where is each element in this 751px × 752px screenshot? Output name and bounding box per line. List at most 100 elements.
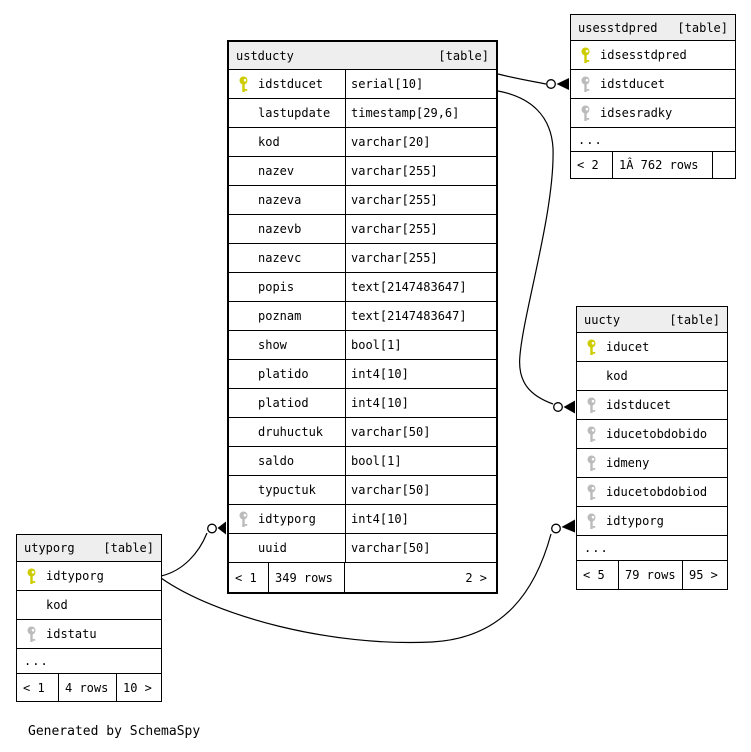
column-type: timestamp[29,6] <box>351 106 460 120</box>
table-name[interactable]: uucty <box>584 312 621 327</box>
column-type: varchar[50] <box>351 425 431 439</box>
column-name: saldo <box>258 454 295 468</box>
column-name: platiod <box>258 396 309 410</box>
pager-prev-cell: < 5 <box>577 561 619 589</box>
column-row-lastupdate: lastupdate timestamp[29,6] <box>229 99 496 128</box>
column-name-cell: idtyporg <box>17 562 161 590</box>
column-row-idmeny: idmeny <box>577 449 727 478</box>
column-name-cell: iducetobdobiod <box>577 478 727 506</box>
pager-label: 95 > <box>689 568 718 582</box>
table-type-badge: [table] <box>103 541 154 555</box>
column-row-iducet: iducet <box>577 333 727 362</box>
pager-label: 10 > <box>123 680 152 695</box>
column-type: text[2147483647] <box>351 280 467 294</box>
column-name-cell: idsesstdpred <box>571 41 735 69</box>
foreign-key-icon <box>585 484 598 501</box>
column-row-idsesstdpred: idsesstdpred <box>571 41 735 70</box>
column-row-nazevb: nazevb varchar[255] <box>229 215 496 244</box>
column-name-cell: idstducet <box>571 70 735 98</box>
column-name: idsesstdpred <box>600 48 687 62</box>
column-type: varchar[255] <box>351 251 438 265</box>
column-name: idstatu <box>46 627 97 641</box>
column-row-idstatu: idstatu <box>17 620 161 649</box>
table-name[interactable]: ustducty <box>236 48 294 63</box>
column-type-cell: varchar[255] <box>345 157 496 185</box>
edge-utyporg-idtyporg-to-ustducty-idtyporg <box>160 532 208 577</box>
column-row-iducetobdobido: iducetobdobido <box>577 420 727 449</box>
column-name: iducet <box>606 340 650 354</box>
generator-caption: Generated by SchemaSpy <box>28 724 201 739</box>
zero-circle-terminator <box>207 523 217 534</box>
column-name-cell: iducet <box>577 333 727 361</box>
column-row-idstducet: idstducet <box>571 70 735 99</box>
column-row-poznam: poznam text[2147483647] <box>229 302 496 331</box>
column-name-cell: lastupdate <box>229 99 345 127</box>
foreign-key-icon <box>25 626 38 643</box>
column-type-cell: bool[1] <box>345 447 496 475</box>
table-header[interactable]: usesstdpred[table] <box>571 15 735 41</box>
column-type-cell: int4[10] <box>345 505 496 533</box>
zero-circle-terminator <box>546 79 556 89</box>
column-name-cell: nazeva <box>229 186 345 214</box>
table-header[interactable]: ustducty[table] <box>229 42 496 70</box>
table-header[interactable]: utyporg [table] <box>17 535 161 562</box>
column-type-cell: varchar[255] <box>345 215 496 243</box>
pager-label: < 5 <box>583 568 605 582</box>
column-name: iducetobdobiod <box>606 485 708 499</box>
column-name-cell: platiod <box>229 389 345 417</box>
pager-label: < 2 <box>577 158 599 172</box>
column-name-cell: uuid <box>229 534 345 562</box>
primary-key-icon <box>585 339 598 356</box>
row-count-cell: 79 rows <box>619 561 683 589</box>
column-name-cell: idsesradky <box>571 99 735 127</box>
column-name-cell: saldo <box>229 447 345 475</box>
column-name: nazev <box>258 164 295 178</box>
column-name: poznam <box>258 309 302 323</box>
more-columns-row: ... <box>17 649 161 674</box>
ellipsis-label: ... <box>584 541 609 555</box>
row-count-label: 79 rows <box>625 568 676 582</box>
pager-prev-cell: < 1 <box>17 674 59 701</box>
column-row-popis: popis text[2147483647] <box>229 273 496 302</box>
column-name-cell: idmeny <box>577 449 727 477</box>
table-name[interactable]: usesstdpred <box>578 20 658 35</box>
column-type-cell: timestamp[29,6] <box>345 99 496 127</box>
column-name: nazevb <box>258 222 302 236</box>
table-utyporg[interactable]: utyporg [table] idtyporg kod idstatu...< 1 4 … <box>16 534 162 702</box>
table-header[interactable]: uucty[table] <box>577 307 727 333</box>
column-row-idsesradky: idsesradky <box>571 99 735 128</box>
ellipsis-label: ... <box>578 132 603 147</box>
column-type: int4[10] <box>351 367 409 381</box>
column-type-cell: varchar[255] <box>345 244 496 272</box>
crowsfoot-arrowhead <box>561 519 575 533</box>
column-name: idtyporg <box>46 569 104 583</box>
row-count-label: 4 rows <box>65 680 109 695</box>
column-type: bool[1] <box>351 338 402 352</box>
column-type: int4[10] <box>351 512 409 526</box>
foreign-key-icon <box>579 76 592 93</box>
column-name: kod <box>46 598 68 612</box>
pager-prev-cell: < 2 <box>571 152 613 178</box>
row-count-label: 349 rows <box>275 570 333 585</box>
column-type: text[2147483647] <box>351 309 467 323</box>
table-name[interactable]: utyporg <box>24 541 75 555</box>
foreign-key-icon <box>585 397 598 414</box>
more-columns-row: ... <box>577 536 727 561</box>
column-name: idstducet <box>606 398 672 412</box>
column-name-cell: kod <box>17 591 161 619</box>
column-name-cell: nazev <box>229 157 345 185</box>
column-name-cell: idstatu <box>17 620 161 648</box>
edge-ustducty-idstducet-to-usesstdpred-idstducet <box>497 73 547 85</box>
column-type-cell: int4[10] <box>345 360 496 388</box>
column-name-cell: popis <box>229 273 345 301</box>
more-columns-row: ... <box>571 128 735 152</box>
pager-next-cell <box>713 152 735 178</box>
